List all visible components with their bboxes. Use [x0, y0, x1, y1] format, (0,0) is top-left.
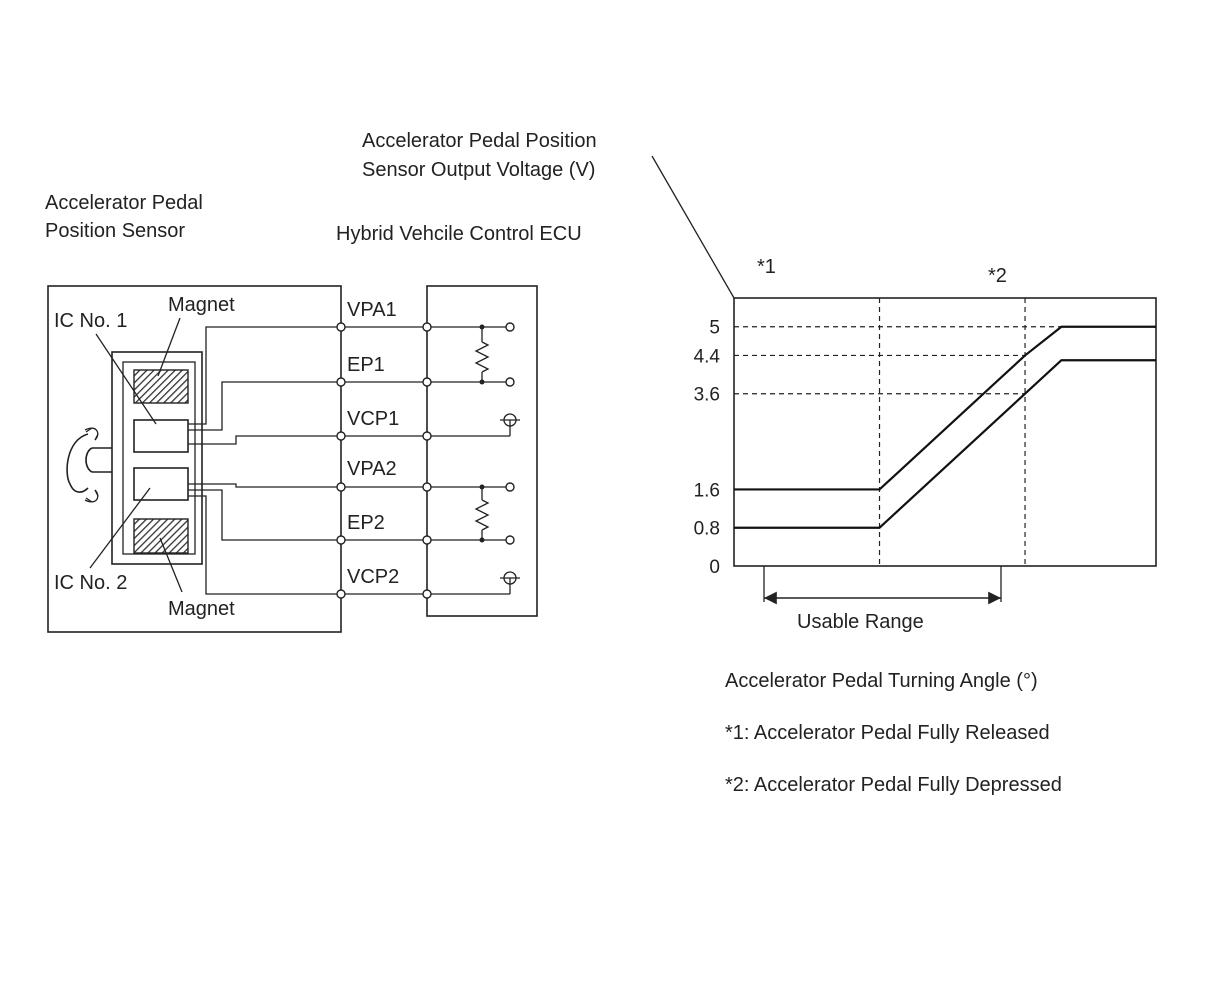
- graph-ylabel-line2: Sensor Output Voltage (V): [362, 159, 595, 181]
- sensor-title-line2: Position Sensor: [45, 220, 185, 242]
- magnet-bottom-leader: [159, 537, 183, 593]
- terminal-markers: [336, 322, 515, 599]
- note-2: *2: Accelerator Pedal Fully Depressed: [725, 774, 1062, 796]
- graph-xlabel: Accelerator Pedal Turning Angle (°): [725, 670, 1038, 692]
- terminal-label-ep2: EP2: [347, 512, 385, 534]
- magnet-bottom-label: Magnet: [168, 598, 235, 620]
- ic1-label: IC No. 1: [54, 310, 127, 332]
- sensor-wiring: [188, 326, 341, 595]
- marker-2-label: *2: [988, 265, 1007, 287]
- marker-1-label: *1: [757, 256, 776, 278]
- ground-symbol-1: [500, 413, 520, 436]
- ecu-title: Hybrid Vehcile Control ECU: [336, 223, 582, 245]
- terminal-label-vpa2: VPA2: [347, 458, 397, 480]
- terminal-label-vpa1: VPA1: [347, 299, 397, 321]
- ecu-box: [426, 285, 538, 617]
- note-1: *1: Accelerator Pedal Fully Released: [725, 722, 1050, 744]
- series-line-1: [734, 325, 1156, 491]
- ic2-leader: [89, 487, 151, 569]
- y-tick-label: 0.8: [694, 519, 720, 540]
- ic-2: [133, 467, 189, 501]
- chart-layer: 5 4.4 3.6 1.6 0.8 0: [694, 298, 1156, 578]
- terminal-label-ep1: EP1: [347, 354, 385, 376]
- rotation-icon: [66, 427, 112, 503]
- y-tick-label: 1.6: [694, 480, 720, 501]
- terminal-label-vcp1: VCP1: [347, 408, 399, 430]
- y-tick-label: 0: [709, 557, 720, 578]
- ylabel-leader: [651, 155, 735, 299]
- magnet-top-leader: [157, 317, 181, 377]
- sensor-holder: [111, 351, 203, 565]
- series-line-2: [734, 359, 1156, 529]
- magnet-top: [133, 369, 189, 404]
- ic2-label: IC No. 2: [54, 572, 127, 594]
- magnet-top-label: Magnet: [168, 294, 235, 316]
- usable-range-label: Usable Range: [797, 611, 924, 633]
- sensor-box: [47, 285, 342, 633]
- magnet-bottom: [133, 518, 189, 554]
- y-tick-label: 5: [709, 318, 720, 339]
- graph-ylabel-line1: Accelerator Pedal Position: [362, 130, 597, 152]
- y-tick-label: 3.6: [694, 385, 720, 406]
- ground-symbol-2: [500, 571, 520, 594]
- sensor-title-line1: Accelerator Pedal: [45, 192, 203, 214]
- sensor-holder-inner: [122, 361, 196, 555]
- graph-frame: [733, 297, 1157, 567]
- terminal-label-vcp2: VCP2: [347, 566, 399, 588]
- y-tick-label: 4.4: [694, 346, 721, 367]
- ic-1: [133, 419, 189, 453]
- ic1-leader: [95, 333, 157, 425]
